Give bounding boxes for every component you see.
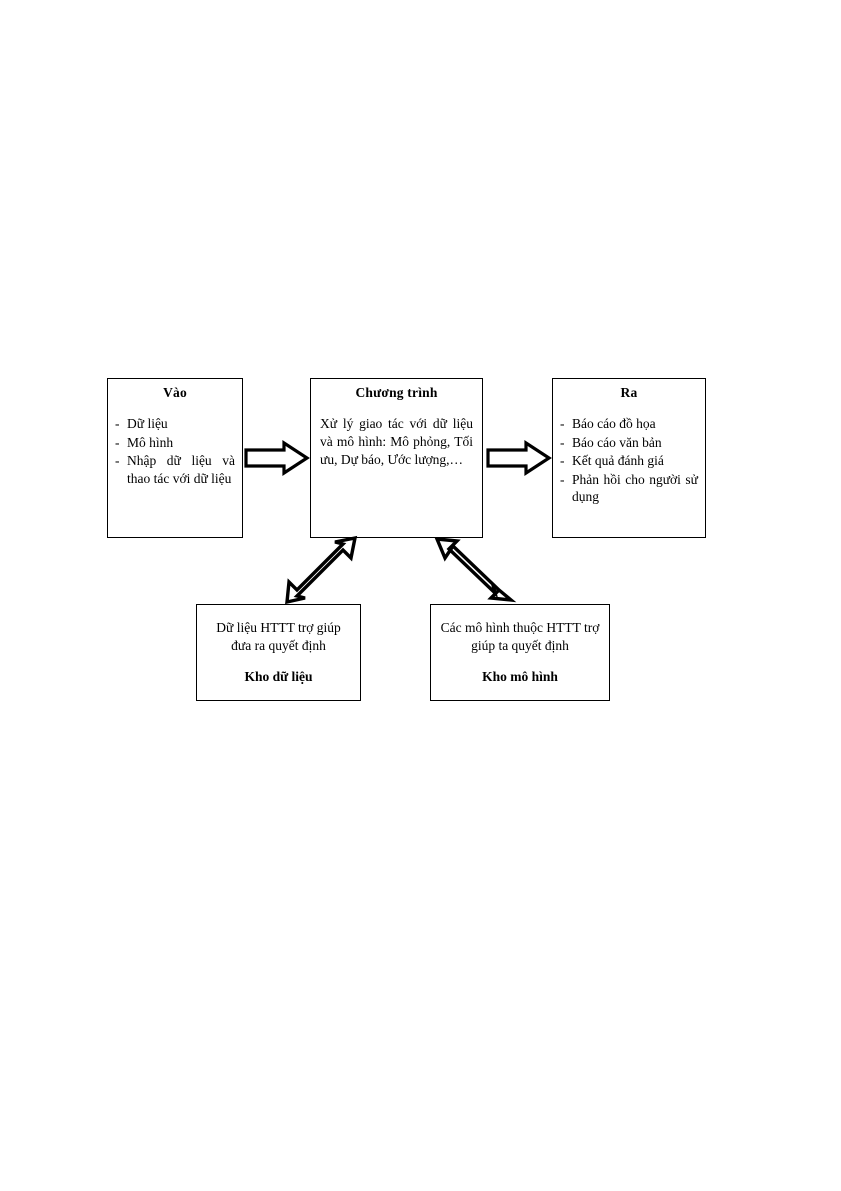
list-item-label: Nhập dữ liệu và thao tác với dữ liệu: [127, 453, 235, 486]
bullet-dash: -: [115, 453, 120, 469]
box-model-warehouse-label: Kho mô hình: [482, 668, 558, 684]
list-item-label: Báo cáo văn bản: [572, 434, 662, 450]
box-input: Vào - Dữ liệu - Mô hình - Nhập dữ liệu v…: [107, 378, 243, 538]
block-arrow-shape: [244, 440, 310, 476]
arrow-right-icon-program-to-output: [486, 440, 552, 476]
box-output-list: - Báo cáo đồ họa - Báo cáo văn bản - Kết…: [560, 415, 698, 506]
bullet-dash: -: [560, 471, 565, 487]
list-item: - Mô hình: [115, 434, 235, 452]
block-arrow-shape: [434, 537, 517, 603]
list-item-label: Báo cáo đồ họa: [572, 416, 656, 432]
list-item-label: Dữ liệu: [127, 416, 168, 432]
box-program-body: Xử lý giao tác với dữ liệu và mô hình: M…: [320, 416, 473, 467]
box-output-title: Ra: [620, 385, 638, 400]
box-data-warehouse: Dữ liệu HTTT trợ giúp đưa ra quyết định …: [196, 604, 361, 701]
box-input-list: - Dữ liệu - Mô hình - Nhập dữ liệu và th…: [115, 415, 235, 487]
list-item: - Phản hồi cho người sử dụng: [560, 471, 698, 506]
arrow-right-icon-input-to-program: [244, 440, 310, 476]
block-arrow-shape: [486, 440, 552, 476]
box-model-warehouse-description: Các mô hình thuộc HTTT trợ giúp ta quyết…: [440, 620, 600, 653]
box-data-warehouse-description: Dữ liệu HTTT trợ giúp đưa ra quyết định: [216, 620, 341, 653]
arrow-double-icon-program-to-data-warehouse: [285, 535, 358, 605]
bullet-dash: -: [560, 416, 565, 432]
box-output: Ra - Báo cáo đồ họa - Báo cáo văn bản - …: [552, 378, 706, 538]
list-item-label: Phản hồi cho người sử dụng: [572, 471, 698, 505]
bullet-dash: -: [115, 416, 120, 432]
bullet-dash: -: [115, 434, 120, 450]
arrow-double-icon-program-to-model-warehouse: [434, 537, 517, 603]
list-item-label: Mô hình: [127, 434, 174, 450]
box-input-title: Vào: [163, 385, 187, 400]
box-program-title: Chương trình: [355, 385, 438, 400]
bullet-dash: -: [560, 434, 565, 450]
list-item: - Nhập dữ liệu và thao tác với dữ liệu: [115, 452, 235, 487]
list-item: - Kết quả đánh giá: [560, 452, 698, 470]
box-data-warehouse-label: Kho dữ liệu: [244, 668, 313, 684]
bullet-dash: -: [560, 453, 565, 469]
list-item: - Báo cáo đồ họa: [560, 415, 698, 433]
box-model-warehouse: Các mô hình thuộc HTTT trợ giúp ta quyết…: [430, 604, 610, 701]
box-program: Chương trình Xử lý giao tác với dữ liệu …: [310, 378, 483, 538]
list-item: - Báo cáo văn bản: [560, 434, 698, 452]
block-arrow-shape: [285, 535, 358, 605]
list-item-label: Kết quả đánh giá: [572, 453, 664, 469]
list-item: - Dữ liệu: [115, 415, 235, 433]
